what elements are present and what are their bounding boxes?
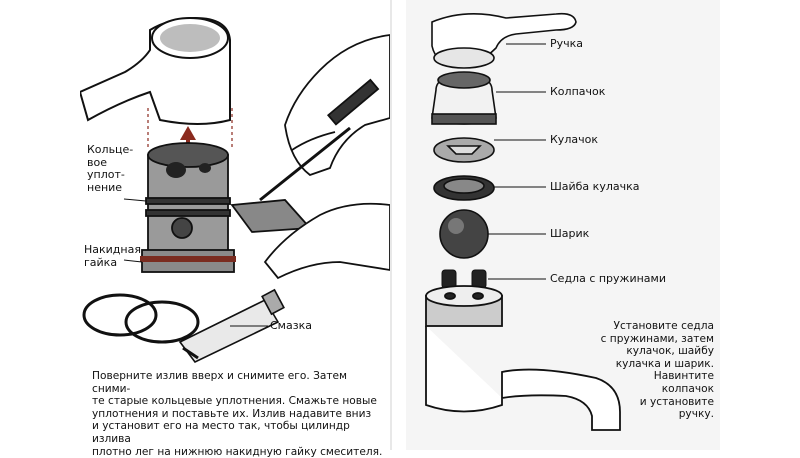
- ball-part: [439, 209, 489, 259]
- faucet-body: [425, 285, 621, 431]
- grease-tube: [178, 288, 285, 364]
- cap-label: Колпачок: [550, 85, 606, 98]
- handle-part: [431, 12, 577, 69]
- right-panel: Ручка Колпачок Кулачок Шайба кулачка Шар…: [406, 0, 720, 450]
- cam-label: Кулачок: [550, 133, 598, 146]
- spout-removal-illustration: [80, 16, 390, 364]
- label-leaders-right: [488, 43, 546, 280]
- spout-cylinder: [140, 142, 236, 273]
- cam-washer-part: [433, 175, 495, 201]
- cam-part: [433, 137, 495, 163]
- o-rings: [82, 293, 200, 344]
- handle-label: Ручка: [550, 37, 584, 50]
- exploded-cartridge-illustration: [425, 12, 621, 431]
- left-caption: Поверните излив вверх и снимите его. Зат…: [92, 370, 383, 458]
- cam-washer-label: Шайба кулачка: [550, 180, 640, 193]
- ball-label: Шарик: [550, 227, 590, 240]
- label-leaders: [123, 198, 268, 327]
- cap-part: [431, 71, 497, 125]
- ring-seal-label: Кольце- вое уплот- нение: [87, 143, 134, 194]
- left-panel: Кольце- вое уплот- нение Накидная гайка …: [80, 0, 392, 458]
- dashed-guide: [147, 108, 233, 150]
- faucet-handle: [80, 16, 231, 125]
- grease-label: Смазка: [270, 319, 312, 332]
- coupling-nut-label: Накидная гайка: [84, 243, 141, 269]
- right-caption: Установите седла с пружинами, затем кула…: [600, 320, 714, 421]
- hand-with-screwdriver: [230, 34, 390, 280]
- seats-label: Седла с пружинами: [550, 272, 666, 285]
